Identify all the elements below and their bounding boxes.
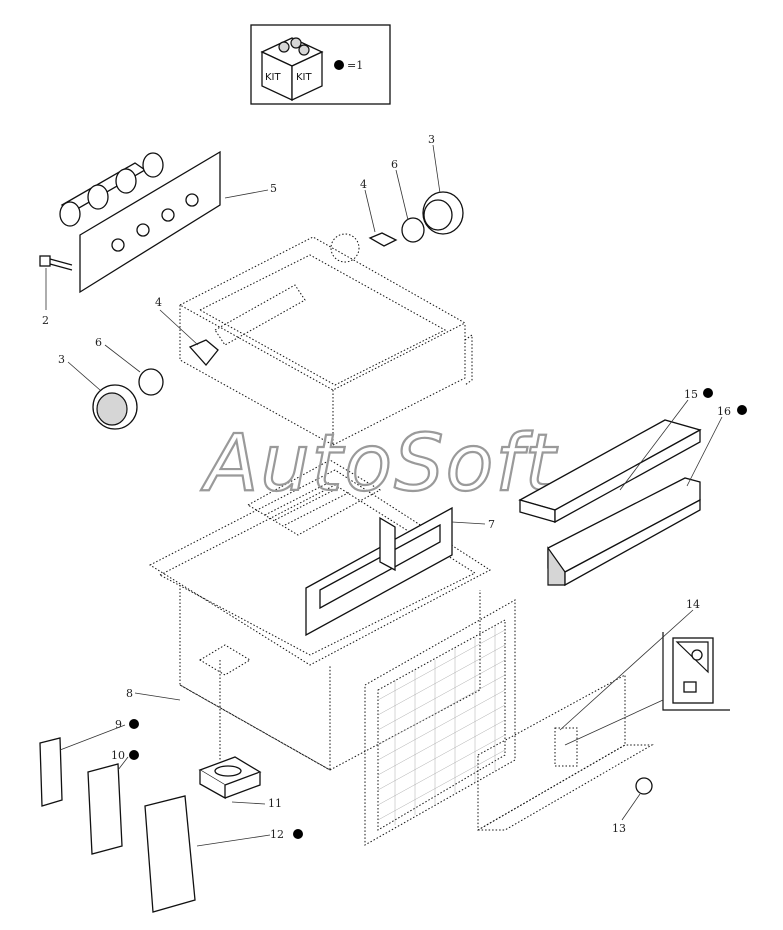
kit-marker-icon [129, 719, 139, 729]
kit-marker-icon [129, 750, 139, 760]
callout-14: 14 [686, 598, 700, 611]
kit-marker-icon [703, 388, 713, 398]
grommet [198, 756, 262, 800]
warning-label-box [662, 632, 730, 711]
callout-5: 5 [270, 182, 277, 195]
callout-9: 9 [115, 718, 122, 731]
screw [39, 255, 73, 310]
callout-11: 11 [268, 797, 282, 810]
callout-16: 16 [717, 405, 731, 418]
plug-assembly-left [92, 339, 219, 430]
kit-label-right: KIT [296, 72, 313, 83]
switch-panel [476, 674, 654, 831]
gasket-pads [39, 737, 196, 913]
connector-plate [59, 150, 221, 294]
callout-13: 13 [612, 822, 626, 835]
mesh-grille-panel [364, 599, 516, 846]
callout-4-left: 4 [155, 296, 162, 309]
plug-assembly-right [368, 191, 464, 247]
kit-box-icon: KIT KIT [260, 37, 324, 102]
kit-legend: KIT KIT =1 [250, 24, 391, 105]
callout-7: 7 [488, 518, 495, 531]
callout-4-right: 4 [360, 178, 367, 191]
callout-6-left: 6 [95, 336, 102, 349]
kit-marker-icon [737, 405, 747, 415]
frame-bracket [305, 506, 453, 637]
callout-12: 12 [270, 828, 284, 841]
callout-8: 8 [126, 687, 133, 700]
lower-housing [148, 459, 491, 771]
kit-label-left: KIT [265, 72, 282, 83]
upper-housing [178, 233, 473, 446]
callout-10: 10 [111, 749, 125, 762]
kit-equals-text: =1 [347, 59, 363, 72]
leader-lines [59, 144, 723, 847]
kit-marker-icon [334, 60, 344, 70]
callout-2: 2 [42, 314, 49, 327]
watermark-text: AutoSoft [200, 419, 558, 509]
callout-15: 15 [684, 388, 698, 401]
callout-3-left: 3 [58, 353, 65, 366]
callout-3-right: 3 [428, 133, 435, 146]
seal-strip-upper [518, 419, 702, 524]
knob-ball [635, 777, 653, 795]
callout-6-right: 6 [391, 158, 398, 171]
seal-strip-lower [547, 477, 701, 587]
kit-marker-icon [293, 829, 303, 839]
